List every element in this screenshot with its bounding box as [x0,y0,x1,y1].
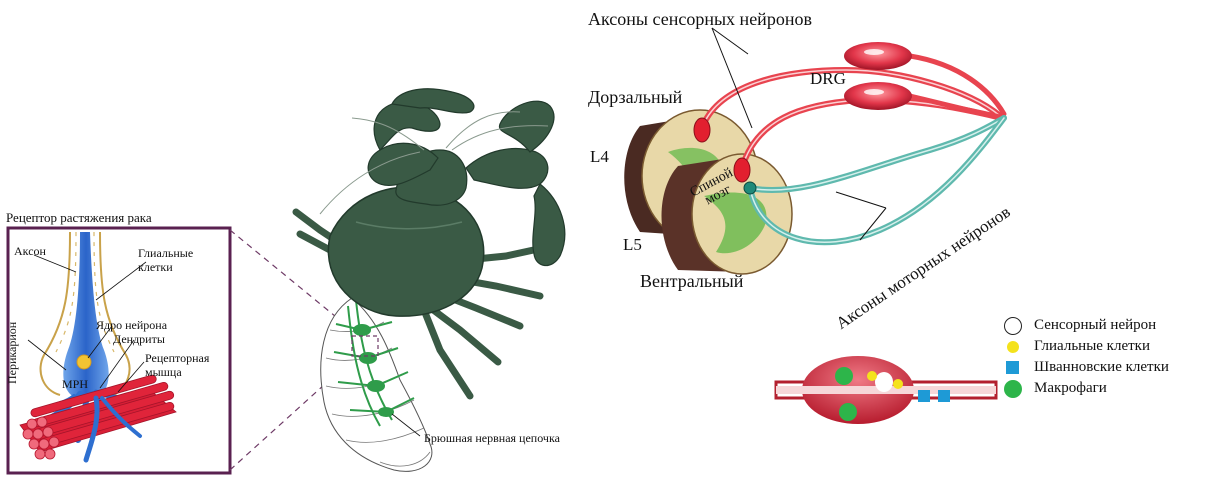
legend-label: Макрофаги [1034,380,1107,397]
sensory-neuron-body [694,118,710,142]
legend-item: Макрофаги [1002,378,1169,399]
legend-label: Глиальные клетки [1034,338,1150,355]
sensory-neuron [875,372,893,392]
macrophage-marker [1003,379,1023,399]
dorsal-label: Дорзальный [588,88,682,106]
carapace [328,187,483,316]
glial-cells-label: Глиальные клетки [138,246,193,274]
legend-item: Глиальные клетки [1002,336,1169,357]
dendrites-label: Дендриты [113,333,165,345]
glial-cell-marker [1003,337,1023,357]
l5-label: L5 [623,236,642,253]
ventral-nerve-cord-label: Брюшная нервная цепочка [424,432,560,444]
inset-title: Рецептор растяжения рака [6,211,152,224]
glial-cell [867,371,877,381]
legend-item: Шванновские клетки [1002,357,1169,378]
mrn-label: MPH [62,378,88,390]
drg-label: DRG [810,70,846,87]
macrophage [835,367,853,385]
receptor-muscle-label: Рецепторная мышца [145,351,209,379]
spinal-cord-diagram [624,28,1004,274]
legend-ganglion-diagram [776,356,996,424]
ventral-label: Вентральный [640,272,743,290]
legend: Сенсорный нейрон Глиальные клетки Шванно… [1002,315,1169,399]
legend-label: Шванновские клетки [1034,359,1169,376]
schwann-cell [938,390,950,402]
motor-neuron-body [744,182,756,194]
schwann-cell-marker [1003,358,1023,378]
neuron-nucleus-label: Ядро нейрона [96,319,167,331]
legend-item: Сенсорный нейрон [1002,315,1169,336]
legend-label: Сенсорный нейрон [1034,317,1156,334]
drg-ganglion [844,82,912,110]
glial-cell [893,379,903,389]
axon-label: Аксон [14,245,46,257]
sensory-neuron-marker [1003,316,1023,336]
l4-label: L4 [590,148,609,165]
macrophage [839,403,857,421]
perikaryon-label: Перикарион [6,322,18,384]
sensory-axons-label: Аксоны сенсорных нейронов [588,10,812,28]
crayfish-illustration [296,89,565,472]
schwann-cell [918,390,930,402]
sensory-neuron-body [734,158,750,182]
drg-ganglion [844,42,912,70]
sensory-axons [702,56,1004,168]
